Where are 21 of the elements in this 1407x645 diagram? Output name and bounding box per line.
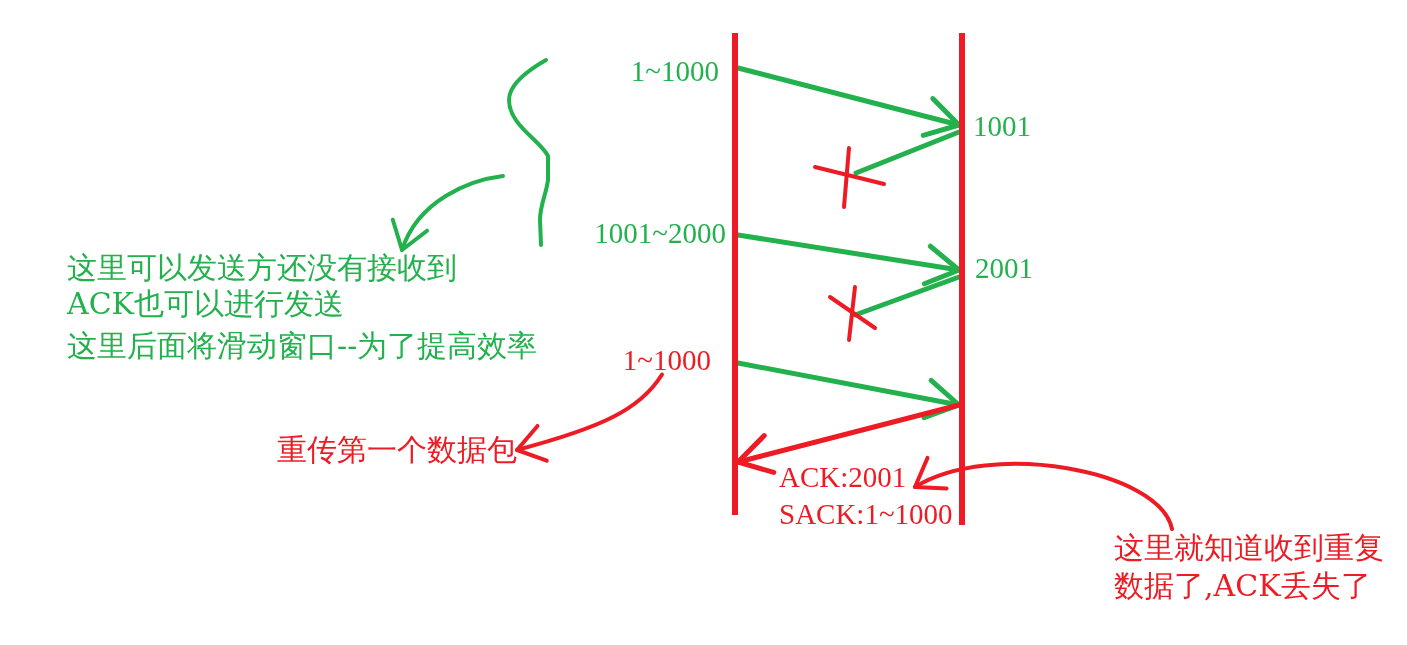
annotation-text: ACK:2001 SACK:1~1000	[779, 459, 957, 533]
sequence-number: 1~1000	[622, 345, 711, 375]
note-text: 这里可以发送方还没有接收到ACK也可以进行发送	[67, 250, 458, 322]
note-text: 重传第一个数据包	[277, 429, 517, 471]
sequence-number: 2001	[975, 253, 1033, 283]
line	[853, 129, 962, 176]
curved-arrow	[515, 372, 664, 463]
arrow	[735, 360, 962, 421]
line	[852, 274, 962, 318]
sequence-number: 1~1000	[630, 56, 719, 86]
note-text: 这里就知道收到重复数据了,ACK丢失了	[1114, 529, 1393, 605]
note-text: 这里后面将滑动窗口--为了提高效率	[67, 328, 538, 364]
cross-icon	[827, 284, 878, 343]
arrow	[735, 65, 962, 138]
curved-arrow	[913, 457, 1174, 531]
sequence-number: 1001	[973, 111, 1031, 141]
arrow	[735, 232, 962, 287]
curved-arrow	[392, 174, 505, 252]
cross-icon	[811, 145, 887, 210]
arrow	[735, 402, 962, 475]
sequence-number: 1001~2000	[594, 218, 726, 248]
